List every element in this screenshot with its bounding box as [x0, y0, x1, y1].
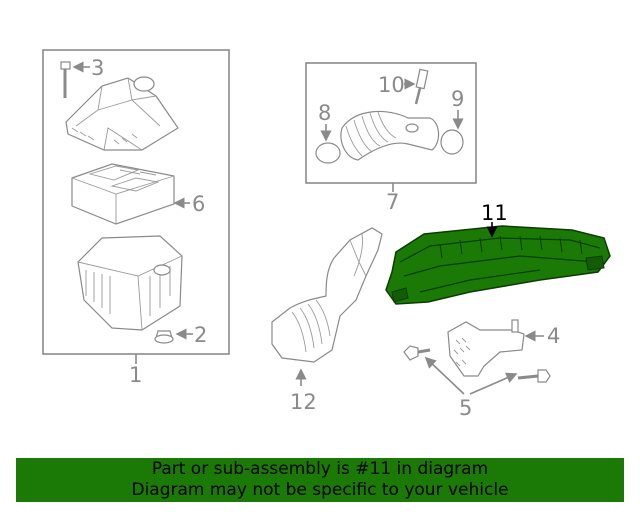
filter-element-part-6[interactable]: [71, 163, 175, 225]
bolt-part-5a[interactable]: [403, 345, 431, 361]
callout-6[interactable]: 6: [192, 192, 205, 216]
clamp-part-8[interactable]: [315, 142, 341, 164]
callout-8[interactable]: 8: [318, 101, 331, 125]
callout-7[interactable]: 7: [386, 190, 399, 214]
grommet-part-2[interactable]: [154, 330, 174, 344]
clamp-part-9[interactable]: [440, 129, 464, 155]
callout-10[interactable]: 10: [378, 73, 405, 97]
banner-line-2: Diagram may not be specific to your vehi…: [131, 480, 509, 500]
callout-9[interactable]: 9: [451, 87, 464, 111]
parts-diagram: 3 6 2 1 10 8: [42, 49, 611, 420]
callout-4[interactable]: 4: [547, 324, 560, 348]
lower-air-box[interactable]: [77, 235, 183, 331]
highlighted-part-11[interactable]: [385, 225, 611, 305]
duct-part-12[interactable]: [271, 227, 383, 363]
callout-2[interactable]: 2: [194, 323, 207, 347]
leader-5b: [469, 372, 518, 395]
intake-hose[interactable]: [340, 110, 440, 161]
callout-11[interactable]: 11: [481, 201, 508, 225]
banner-line-1: Part or sub-assembly is #11 in diagram: [151, 459, 489, 479]
info-banner: Part or sub-assembly is #11 in diagram D…: [16, 458, 624, 502]
bracket-part-4[interactable]: [447, 319, 525, 377]
sensor-part-10[interactable]: [414, 68, 429, 105]
callout-1[interactable]: 1: [129, 363, 142, 387]
callout-3[interactable]: 3: [91, 56, 104, 80]
bolt-part-3[interactable]: [60, 61, 71, 98]
air-box-cover[interactable]: [65, 76, 179, 151]
callout-5[interactable]: 5: [459, 396, 472, 420]
callout-12[interactable]: 12: [290, 390, 317, 414]
assembly-7-frame: [305, 62, 477, 184]
bolt-part-5b[interactable]: [517, 369, 551, 383]
leader-5a: [424, 356, 465, 395]
